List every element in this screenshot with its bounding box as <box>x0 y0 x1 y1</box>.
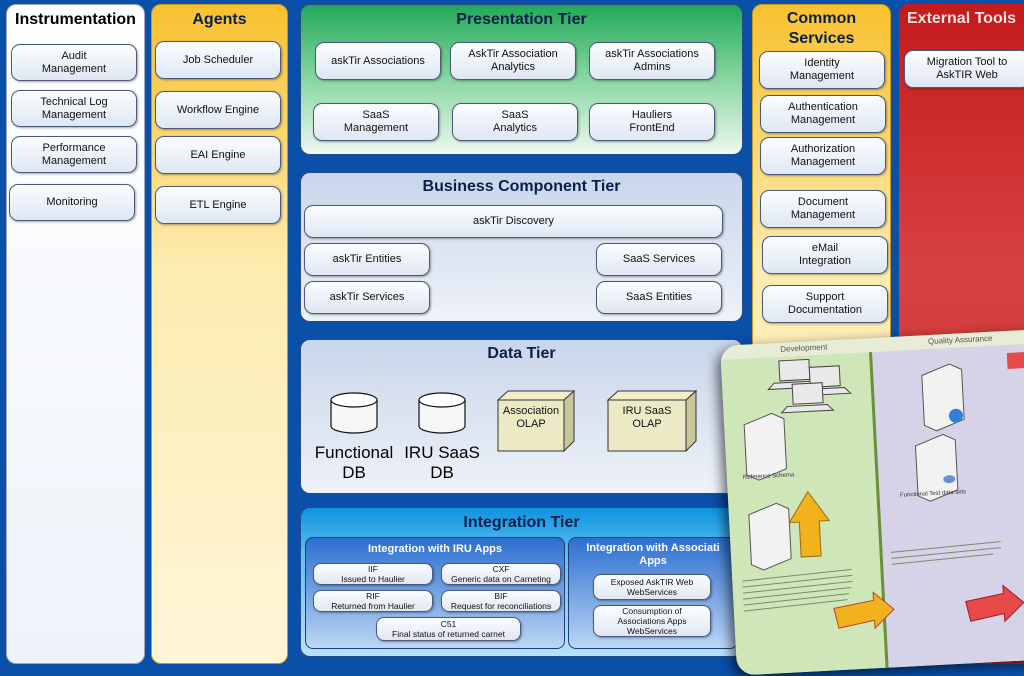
agents-title: Agents <box>192 11 247 28</box>
data-tier-title: Data Tier <box>487 345 556 362</box>
monitoring-box[interactable]: Monitoring <box>9 184 135 221</box>
c51-box[interactable]: C51 Final status of returned carnet <box>376 617 521 641</box>
rif-box[interactable]: RIF Returned from Haulier <box>313 590 433 612</box>
integration-associations-apps-title: Integration with Associati Apps <box>586 542 720 567</box>
deployment-diagram-overlay[interactable]: Development Quality Assurance Reference … <box>720 328 1024 676</box>
functional-db-cylinder <box>330 392 378 434</box>
eai-engine-box[interactable]: EAI Engine <box>155 136 281 174</box>
identity-management-box[interactable]: Identity Management <box>759 51 885 89</box>
exposed-asktir-webservices-box[interactable]: Exposed AskTIR Web WebServices <box>593 574 711 600</box>
iru-saas-olap-cube <box>607 390 697 452</box>
support-documentation-box[interactable]: Support Documentation <box>762 285 888 323</box>
cxf-box[interactable]: CXF Generic data on Carneting <box>441 563 561 585</box>
asktir-discovery-box[interactable]: askTir Discovery <box>304 205 723 238</box>
etl-engine-box[interactable]: ETL Engine <box>155 186 281 224</box>
technical-log-management-box[interactable]: Technical Log Management <box>11 90 137 127</box>
bif-box[interactable]: BIF Request for reconciliations <box>441 590 561 612</box>
business-component-tier-title: Business Component Tier <box>422 178 621 195</box>
saas-analytics-box[interactable]: SaaS Analytics <box>452 103 578 141</box>
instrumentation-title: Instrumentation <box>15 11 136 28</box>
workflow-engine-box[interactable]: Workflow Engine <box>155 91 281 129</box>
iif-box[interactable]: IIF Issued to Haulier <box>313 563 433 585</box>
consumption-associations-webservices-box[interactable]: Consumption of Associations Apps WebServ… <box>593 605 711 637</box>
presentation-tier-title: Presentation Tier <box>456 11 587 28</box>
iru-saas-db-cylinder <box>418 392 466 434</box>
saas-management-box[interactable]: SaaS Management <box>313 103 439 141</box>
deployment-diagram-thumbnail <box>720 328 1024 676</box>
external-tools-title: External Tools <box>907 10 1017 27</box>
audit-management-box[interactable]: Audit Management <box>11 44 137 81</box>
iru-saas-db-label: IRU SaaS DB <box>404 443 480 482</box>
common-services-title: Common Services <box>786 10 857 47</box>
asktir-services-box[interactable]: askTir Services <box>304 281 430 314</box>
asktir-association-analytics-box[interactable]: AskTir Association Analytics <box>450 42 576 80</box>
performance-management-box[interactable]: Performance Management <box>11 136 137 173</box>
email-integration-box[interactable]: eMail Integration <box>762 236 888 274</box>
association-olap-label: Association OLAP <box>502 405 560 430</box>
asktir-associations-box[interactable]: askTir Associations <box>315 42 441 80</box>
migration-tool-box[interactable]: Migration Tool to AskTIR Web <box>904 50 1024 88</box>
saas-services-box[interactable]: SaaS Services <box>596 243 722 276</box>
document-management-box[interactable]: Document Management <box>760 190 886 228</box>
asktir-associations-admins-box[interactable]: askTir Associations Admins <box>589 42 715 80</box>
asktir-entities-box[interactable]: askTir Entities <box>304 243 430 276</box>
functional-db-label: Functional DB <box>314 443 394 482</box>
authentication-management-box[interactable]: Authentication Management <box>760 95 886 133</box>
integration-iru-apps-title: Integration with IRU Apps <box>367 543 503 555</box>
association-olap-cube <box>497 390 575 452</box>
hauliers-frontend-box[interactable]: Hauliers FrontEnd <box>589 103 715 141</box>
iru-saas-olap-label: IRU SaaS OLAP <box>622 405 672 430</box>
integration-tier-title: Integration Tier <box>463 514 580 531</box>
saas-entities-box[interactable]: SaaS Entities <box>596 281 722 314</box>
job-scheduler-box[interactable]: Job Scheduler <box>155 41 281 79</box>
authorization-management-box[interactable]: Authorization Management <box>760 137 886 175</box>
